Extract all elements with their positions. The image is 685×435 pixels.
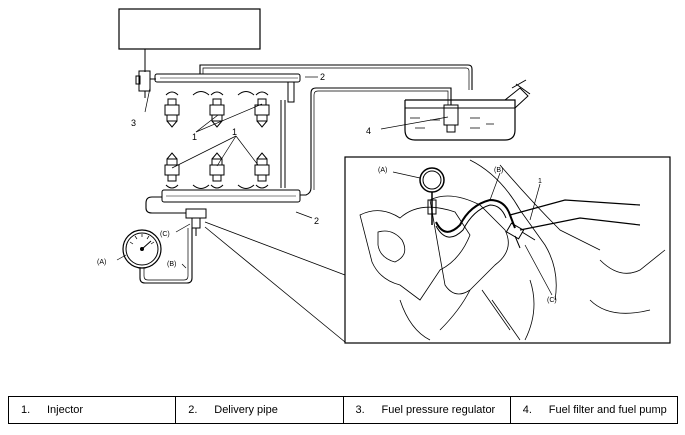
callout-delivery-pipe-bottom: 2 xyxy=(314,216,319,226)
legend-item-fuel-pump: 4. Fuel filter and fuel pump xyxy=(509,396,679,424)
legend-label: Delivery pipe xyxy=(214,404,278,416)
callout-tee: (C) xyxy=(160,231,170,238)
callout-hose: (B) xyxy=(167,261,176,268)
inset-callout-hose: (B) xyxy=(494,167,503,174)
inset-view xyxy=(344,156,671,344)
legend-num: 3. xyxy=(355,404,365,416)
legend-table: 1. Injector 2. Delivery pipe 3. Fuel pressu… xyxy=(7,396,679,424)
feed-line xyxy=(300,87,452,196)
callout-injector-bottom: 1 xyxy=(232,127,237,137)
delivery-pipe-top xyxy=(150,73,301,103)
inset-callout-injector: 1 xyxy=(538,178,542,185)
injectors-bottom xyxy=(164,152,270,189)
legend-item-injector: 1. Injector xyxy=(7,396,177,424)
fuel-tank xyxy=(404,79,531,141)
legend-label: Fuel filter and fuel pump xyxy=(548,404,667,416)
pressure-gauge xyxy=(122,229,162,269)
injectors-top xyxy=(164,91,270,128)
legend-num: 4. xyxy=(522,404,532,416)
legend-label: Injector xyxy=(47,404,84,416)
leader-lines xyxy=(116,76,449,269)
gauge-hose xyxy=(139,228,193,284)
pressure-regulator xyxy=(135,70,151,98)
legend-num: 2. xyxy=(188,404,198,416)
delivery-pipe-bottom xyxy=(145,189,301,214)
legend-row: 1. Injector 2. Delivery pipe 3. Fuel pressu… xyxy=(7,396,679,424)
callout-injector-top: 1 xyxy=(192,132,197,142)
legend-item-delivery-pipe: 2. Delivery pipe xyxy=(175,396,344,424)
callout-gauge: (A) xyxy=(97,259,106,266)
fuel-pressure-diagram: 3 2 1 1 2 4 (C) (A) (B) (A) (B) 1 (C) xyxy=(97,8,671,344)
inset-callout-gauge: (A) xyxy=(378,167,387,174)
tee-fitting xyxy=(185,208,207,236)
legend-label: Fuel pressure regulator xyxy=(381,404,496,416)
callout-pump: 4 xyxy=(366,126,371,136)
legend-num: 1. xyxy=(21,404,31,416)
top-box xyxy=(118,8,261,50)
legend-item-pressure-regulator: 3. Fuel pressure regulator xyxy=(342,396,511,424)
callout-delivery-pipe-top: 2 xyxy=(320,72,325,82)
return-line xyxy=(199,64,473,90)
inset-callout-tee: (C) xyxy=(547,297,557,304)
callout-regulator: 3 xyxy=(131,118,136,128)
